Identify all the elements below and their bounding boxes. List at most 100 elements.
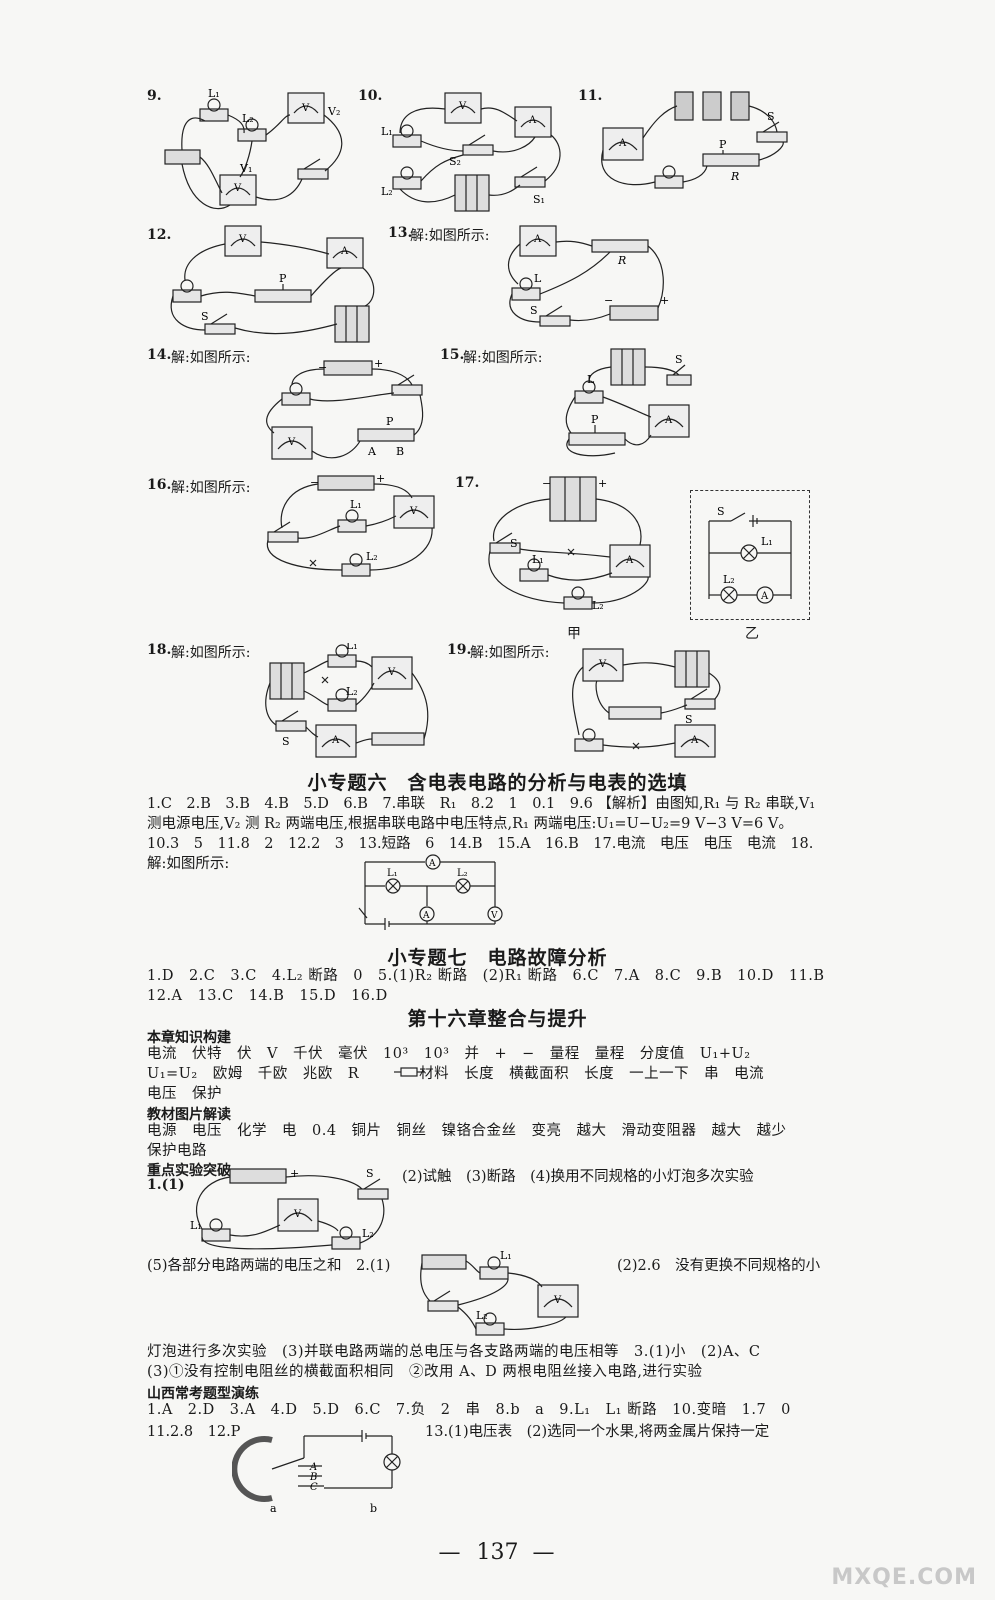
topic6-schem-v: V — [490, 911, 498, 921]
q13-label-s: S — [530, 304, 538, 317]
textbook-line1: 电源 电压 化学 电 0.4 铜片 铜丝 镍铬合金丝 变亮 越大 滑动变阻器 越… — [147, 1123, 787, 1139]
practice-q12-caption-b: b — [370, 1502, 377, 1513]
section-shanxi-practice: 山西常考题型演练 — [147, 1386, 259, 1402]
q13-meter-a: A — [533, 234, 542, 245]
q14-circuit-figure: − + P A B V — [262, 355, 442, 465]
q10-circuit-figure: V A L₁ L₂ S₂ S₁ — [375, 85, 575, 220]
topic6-schem-l1: L₁ — [387, 868, 398, 879]
q17-yi-label-l1: L₁ — [761, 535, 773, 548]
q17-caption-jia: 甲 — [567, 626, 581, 642]
section-knowledge: 本章知识构建 — [147, 1030, 231, 1046]
q14-label-a: A — [367, 445, 377, 458]
q17-meter-a: A — [625, 555, 634, 566]
q10-label-s1: S₁ — [533, 193, 545, 206]
q9-circuit-figure: L₁ L₂ V₂ V₁ V V — [160, 85, 360, 220]
q17-label-l2: L₂ — [592, 599, 604, 612]
knowledge-line1: 电流 伏特 伏 V 千伏 毫伏 10³ 10³ 并 + − 量程 量程 分度值 … — [147, 1046, 751, 1062]
exp1-label-s: S — [366, 1167, 374, 1180]
exp2-circuit-figure: L₁ L₂ V — [418, 1245, 608, 1345]
q11-number: 11. — [578, 88, 603, 104]
watermark-logo: MXQE.COM — [831, 1565, 977, 1590]
exp1-label-plus: + — [290, 1167, 299, 1180]
q18-circuit-figure: L₁ L₂ S V A — [262, 643, 432, 763]
topic6-heading: 小专题六 含电表电路的分析与电表的选填 — [307, 772, 688, 794]
q16-label-plus: + — [376, 472, 385, 485]
q13-label-minus: − — [604, 294, 613, 307]
q15-meter-a: A — [664, 415, 673, 426]
q14-label-b: B — [396, 445, 404, 458]
q16-meter-v: V — [409, 506, 418, 517]
q9-label-v2: V₂ — [327, 105, 340, 118]
exp3-answers-line: (3)①没有控制电阻丝的横截面积相同 ②改用 A、D 两根电阻丝接入电路,进行实… — [147, 1364, 703, 1380]
exp1-meter-v: V — [293, 1209, 302, 1220]
exp1-part5-exp2-start: (5)各部分电路两端的电压之和 2.(1) — [147, 1258, 391, 1274]
q16-circuit-figure: − + L₁ L₂ V — [258, 470, 448, 590]
topic7-answers-line1: 1.D 2.C 3.C 4.L₂ 断路 0 5.(1)R₂ 断路 (2)R₁ 断… — [147, 968, 825, 984]
page-number: — 137 — — [438, 1540, 557, 1565]
q11-circuit-figure: A P R S — [595, 80, 795, 205]
q14-label-p: P — [386, 415, 394, 428]
q12-meter-a: A — [340, 246, 349, 257]
q12-label-p: P — [279, 272, 287, 285]
q13-answer-text: 解:如图所示: — [410, 228, 490, 244]
q17-yi-label-l2: L₂ — [723, 573, 735, 586]
exp2-label-l1: L₁ — [500, 1249, 512, 1262]
knowledge-line2: U₁=U₂ 欧姆 千欧 兆欧 R 材料 长度 横截面积 长度 一上一下 串 电流 — [147, 1066, 765, 1082]
section-textbook-figures: 教材图片解读 — [147, 1107, 231, 1123]
q15-label-s: S — [675, 353, 683, 366]
q14-label-plus: + — [374, 357, 383, 370]
q15-label-p: P — [591, 413, 599, 426]
topic6-schem-l2: L₂ — [457, 868, 468, 879]
resistor-symbol-icon — [394, 1064, 424, 1084]
q15-circuit-figure: S L P A — [555, 345, 695, 465]
q16-number: 16. — [147, 477, 172, 493]
q16-label-l1: L₁ — [350, 498, 362, 511]
exp1-label-l1: L₁ — [190, 1219, 202, 1232]
q19-label-s: S — [685, 713, 693, 726]
q15-answer-text: 解:如图所示: — [463, 350, 543, 366]
q11-meter-a: A — [618, 138, 627, 149]
q17-label-minus: − — [542, 477, 551, 490]
q17-schematic-yi: S L₁ L₂ A — [690, 490, 810, 620]
q13-label-plus: + — [660, 294, 669, 307]
q18-answer-text: 解:如图所示: — [171, 645, 251, 661]
q12-meter-v: V — [238, 234, 247, 245]
topic6-answers: 1.C 2.B 3.B 4.B 5.D 6.B 7.串联 R₁ 8.2 1 0.… — [147, 796, 816, 872]
q9-meter-v2: V — [301, 103, 310, 114]
q10-label-s2: S₂ — [449, 155, 461, 168]
q11-label-p: P — [719, 138, 727, 151]
exp1-label-l2: L₂ — [362, 1227, 374, 1240]
exp1-answers: (2)试触 (3)断路 (4)换用不同规格的小灯泡多次实验 — [402, 1169, 754, 1185]
practice-q12-label-a: A — [309, 1462, 317, 1473]
q12-label-s: S — [201, 310, 209, 323]
practice-q12-label-c: C — [310, 1482, 318, 1493]
q10-meter-a: A — [528, 115, 537, 126]
q13-number: 13. — [388, 225, 413, 241]
topic6-schem-a2: A — [422, 911, 430, 921]
q17-number: 17. — [455, 475, 480, 491]
q16-label-l2: L₂ — [366, 550, 378, 563]
q17-caption-yi: 乙 — [745, 626, 759, 642]
exp2-answers-line2: 灯泡进行多次实验 (3)并联电路两端的总电压与各支路两端的电压相等 3.(1)小… — [147, 1344, 761, 1360]
topic7-heading: 小专题七 电路故障分析 — [387, 947, 608, 969]
q15-number: 15. — [440, 347, 465, 363]
q14-label-minus: − — [318, 361, 327, 374]
textbook-line2: 保护电路 — [147, 1143, 207, 1159]
q10-meter-v: V — [458, 101, 467, 112]
practice-q12-caption-a: a — [270, 1502, 277, 1513]
q14-answer-text: 解:如图所示: — [171, 350, 251, 366]
q17-label-s: S — [510, 537, 518, 550]
q9-label-l1: L₁ — [208, 87, 220, 100]
q17-circuit-figure-jia: + − S L₁ L₂ A — [480, 473, 670, 613]
q18-meter-a: A — [331, 735, 340, 746]
q10-label-l2: L₂ — [381, 185, 393, 198]
topic6-schem-a1: A — [428, 859, 436, 869]
exp2-label-l2: L₂ — [476, 1309, 488, 1322]
q9-label-l2: L₂ — [242, 112, 254, 125]
q19-answer-text: 解:如图所示: — [470, 645, 550, 661]
q17-label-plus: + — [598, 477, 607, 490]
q13-circuit-figure: A R L S − + — [500, 222, 680, 332]
q17-label-l1: L₁ — [532, 553, 544, 566]
topic6-q18-schematic: A A V L₁ L₂ — [355, 852, 515, 932]
q9-label-v1: V₁ — [239, 162, 252, 175]
